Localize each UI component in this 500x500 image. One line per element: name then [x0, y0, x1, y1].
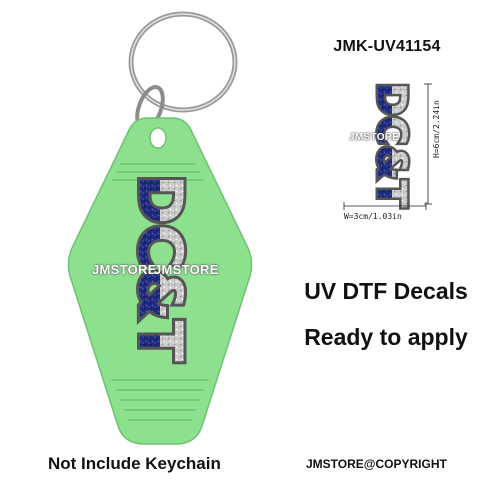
- svg-text:DC&T: DC&T: [125, 174, 195, 361]
- svg-text:DC&T: DC&T: [368, 83, 414, 208]
- copyright-text: JMSTORE@COPYRIGHT: [306, 457, 447, 471]
- dimension-height-label: H=6cm/2.24in: [432, 100, 441, 158]
- keychain-note: Not Include Keychain: [48, 454, 221, 473]
- svg-text:DC&T: DC&T: [125, 174, 195, 361]
- svg-text:DC&T: DC&T: [125, 174, 195, 361]
- dimension-width-label: W=3cm/1.03in: [344, 212, 402, 221]
- keychain-tag-icon: [67, 117, 253, 445]
- headline-ready: Ready to apply: [304, 324, 468, 350]
- key-ring-icon: [128, 11, 238, 132]
- decal-artwork-icon: DC&T DC&T DC&T: [122, 171, 198, 364]
- watermark-left: JMSTORE: [92, 262, 157, 277]
- watermark-right: JMSTORE: [154, 262, 219, 277]
- decal-preview: DC&T DC&T DC&T: [343, 80, 432, 211]
- headline-uv-dtf: UV DTF Decals: [304, 278, 468, 304]
- svg-text:DC&T: DC&T: [368, 83, 414, 208]
- product-sku: JMK-UV41154: [333, 38, 441, 55]
- svg-text:DC&T: DC&T: [368, 83, 414, 208]
- watermark-preview: JMSTORE: [349, 132, 400, 143]
